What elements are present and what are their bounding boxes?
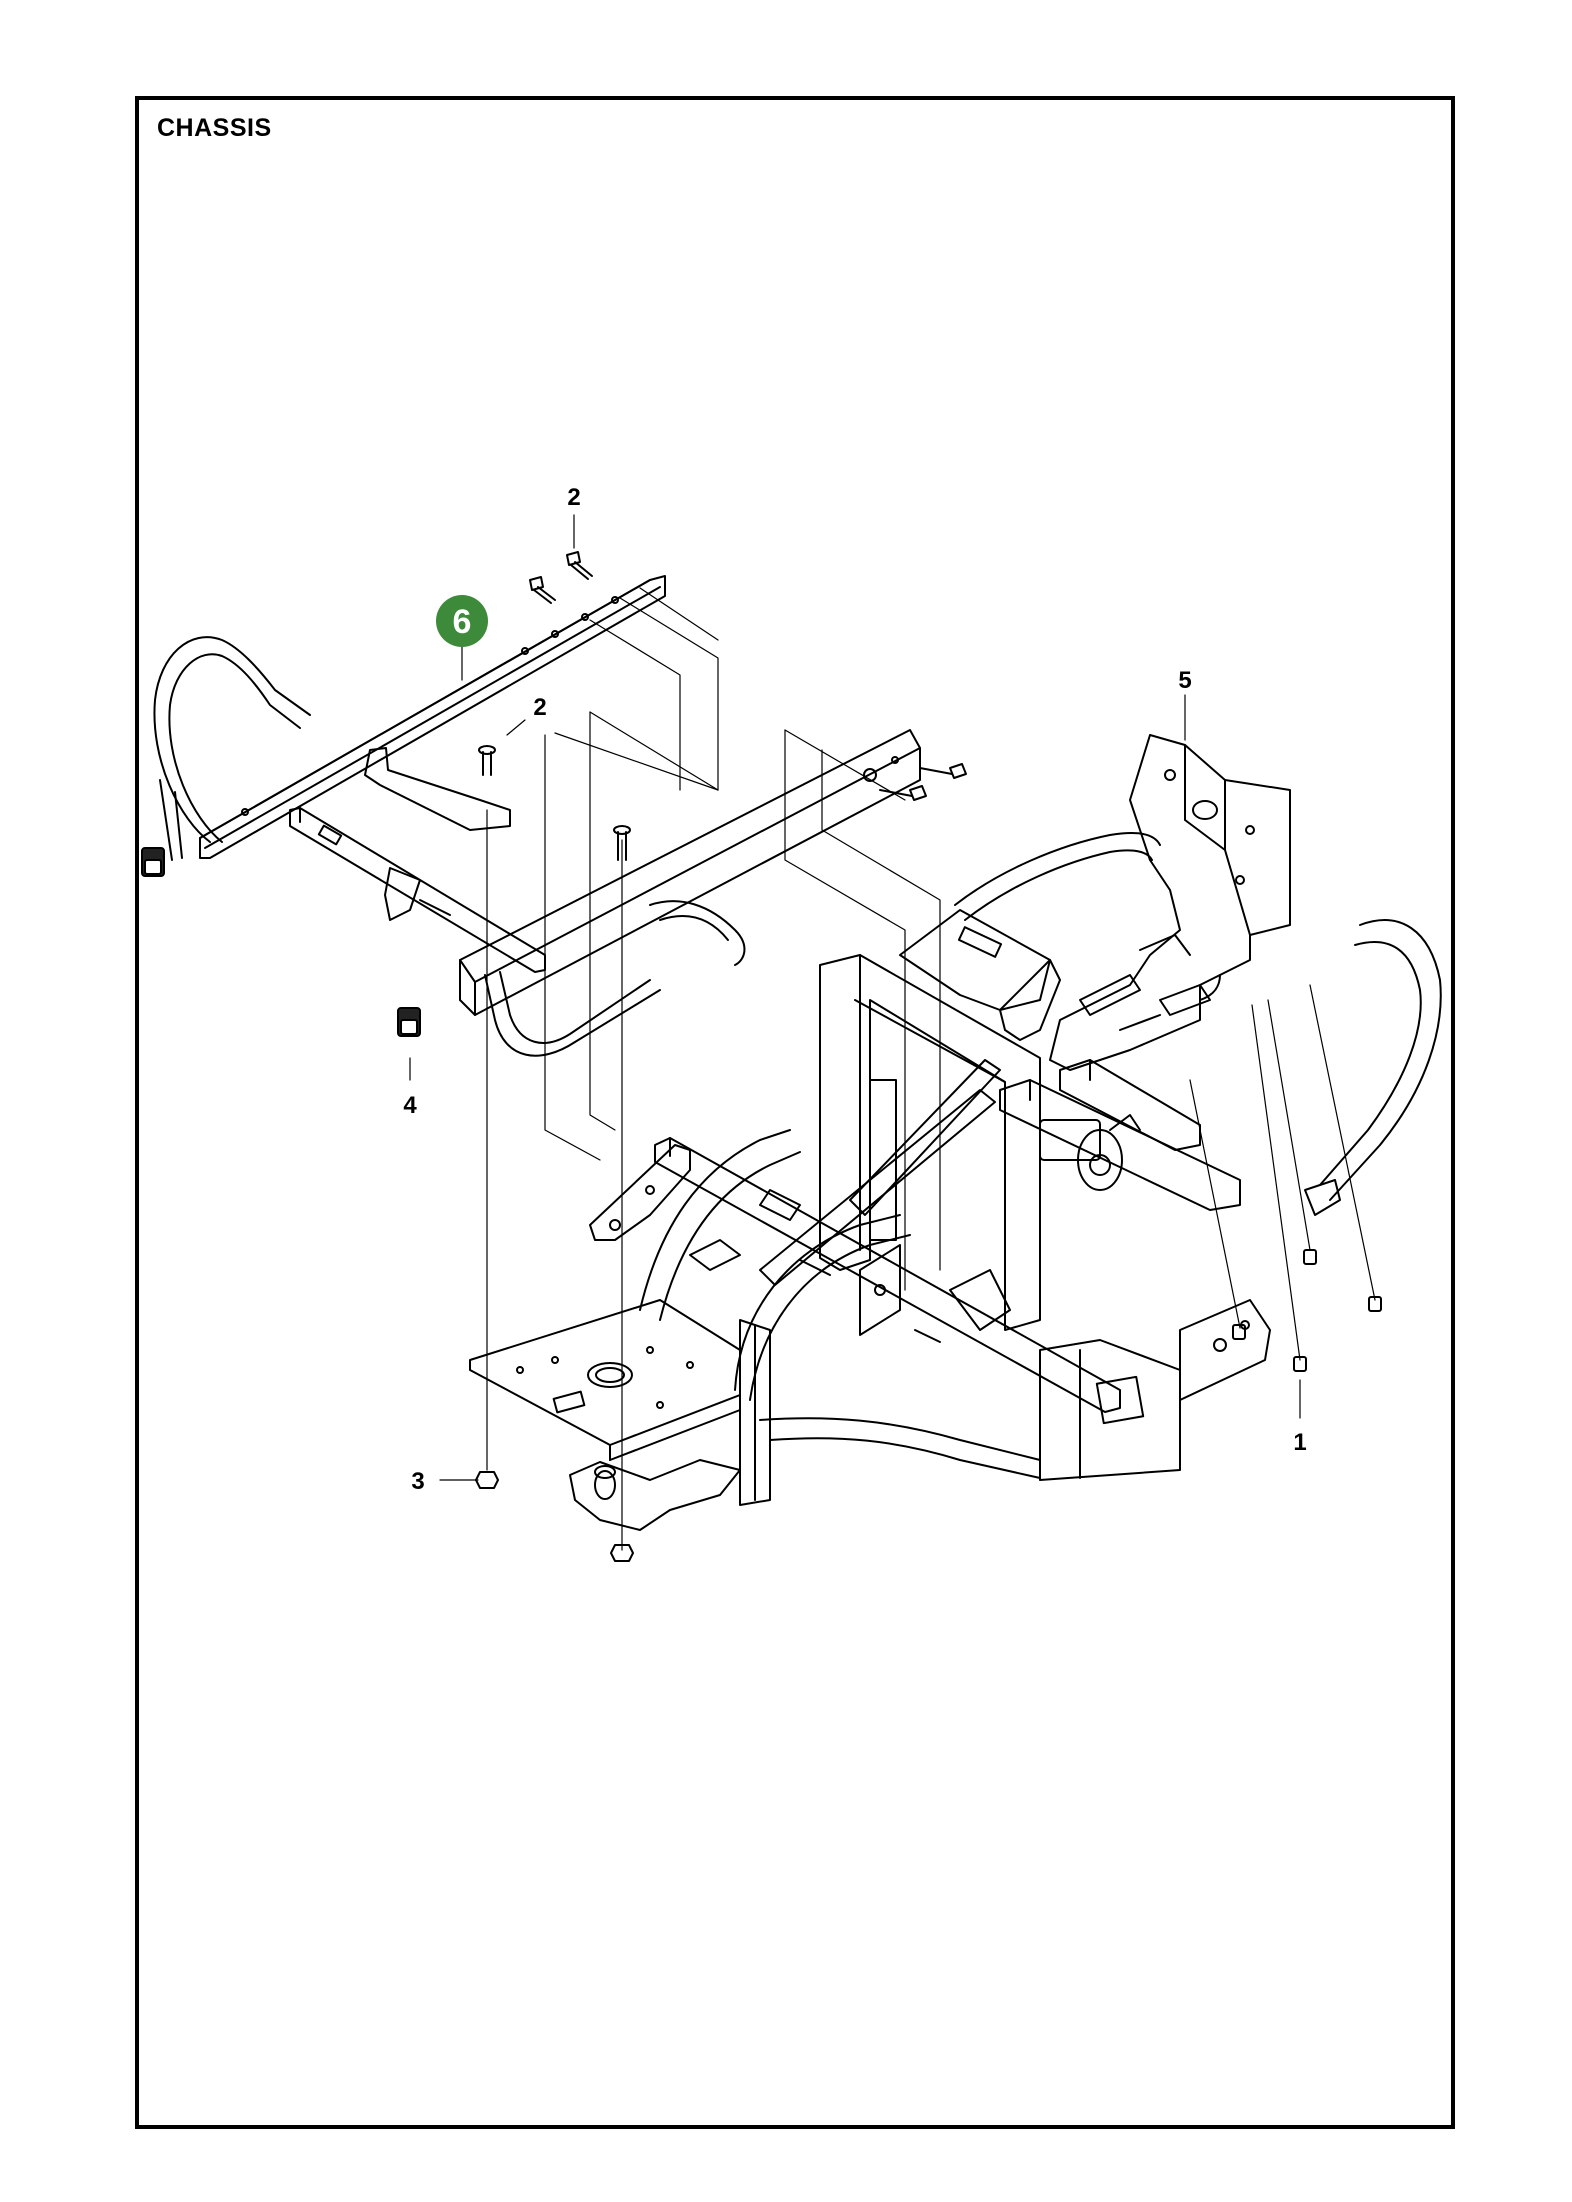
front-frame-assembly — [899, 734, 1442, 1216]
bolt-icon — [879, 785, 927, 801]
screw-icon — [1293, 1356, 1307, 1372]
callout-6-badge — [436, 595, 488, 647]
callout-2-top: 2 — [567, 484, 580, 511]
callout-5: 5 — [1178, 667, 1191, 694]
nut-icon — [610, 1544, 634, 1562]
leader-lines — [409, 514, 1376, 1551]
callout-4: 4 — [403, 1092, 417, 1119]
callout-2-middle: 2 — [533, 694, 546, 721]
callouts: 2 2 5 4 3 1 6 — [403, 484, 1306, 1495]
end-cap-icon — [141, 847, 165, 877]
callout-3: 3 — [411, 1468, 424, 1495]
page-title: CHASSIS — [157, 114, 272, 142]
bolt-icon — [919, 763, 967, 779]
nut-icon — [475, 1471, 499, 1489]
bolt-icon — [613, 825, 631, 861]
screw-icon — [1232, 1324, 1246, 1340]
callout-1: 1 — [1293, 1429, 1306, 1456]
main-chassis-frame — [589, 954, 1271, 1506]
end-cap-icon — [397, 1007, 421, 1037]
diagram-frame — [135, 96, 1455, 2129]
callout-6: 6 — [453, 603, 472, 641]
screw-icon — [1368, 1296, 1382, 1312]
rear-handle-assembly — [153, 575, 921, 1057]
screw-icon — [1303, 1249, 1317, 1265]
bolt-icon — [566, 551, 593, 580]
hardware — [141, 551, 1382, 1562]
seat-plate — [469, 1299, 741, 1531]
bolt-icon — [529, 576, 556, 604]
bolt-icon — [478, 745, 496, 776]
